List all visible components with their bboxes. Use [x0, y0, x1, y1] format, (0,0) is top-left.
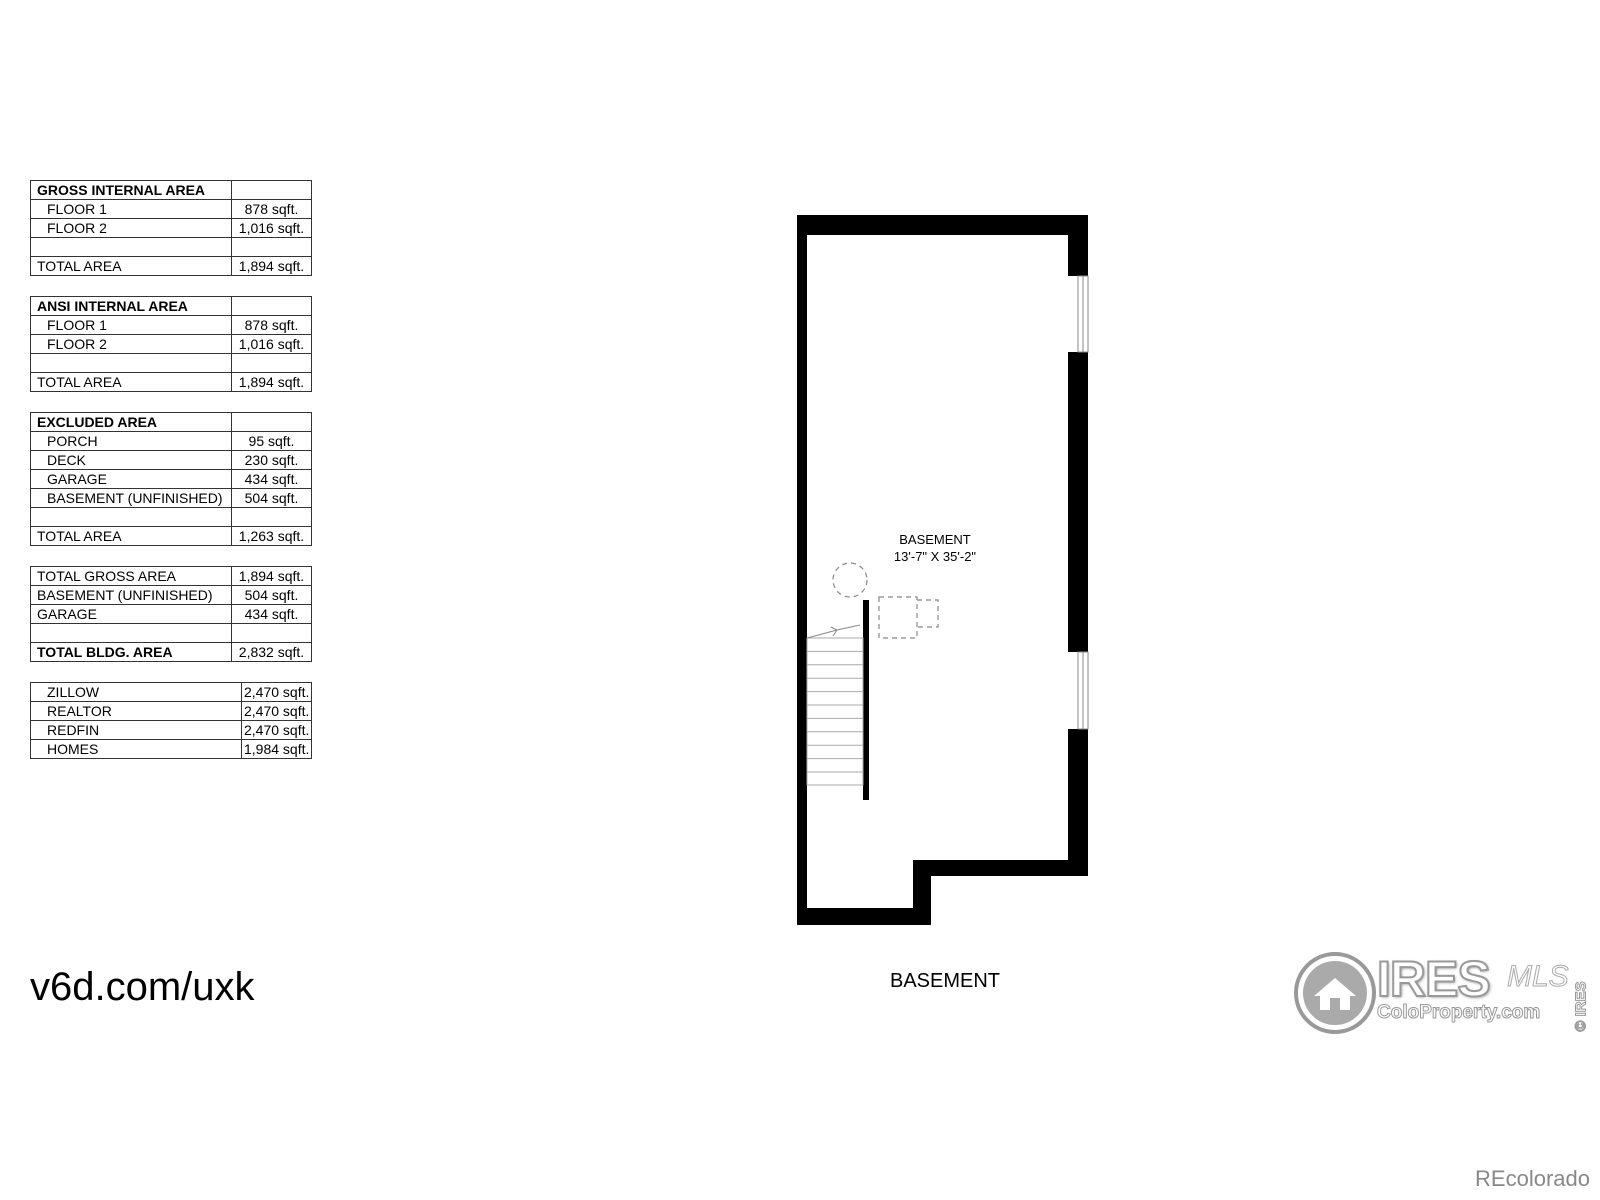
wall-right-1: [1068, 215, 1088, 276]
logo-mls-text: MLS: [1507, 960, 1570, 994]
window-lower: [1077, 651, 1089, 730]
row-label: HOMES: [30, 739, 242, 759]
row-value: 2,470 sqft.: [241, 701, 312, 721]
stair-railing: [863, 600, 869, 800]
plan-caption: BASEMENT: [889, 970, 1001, 992]
wall-notch-vertical: [913, 860, 931, 925]
row-value: 878 sqft.: [231, 315, 312, 335]
row-label: TOTAL AREA: [30, 256, 232, 276]
row-value: 434 sqft.: [231, 604, 312, 624]
table-row: BASEMENT (UNFINISHED)504 sqft.: [30, 488, 312, 508]
row-value: 1,894 sqft.: [231, 256, 312, 276]
row-value: 230 sqft.: [231, 450, 312, 470]
furnace-outline: [878, 596, 918, 639]
window-upper: [1077, 275, 1089, 353]
wall-top: [797, 215, 1088, 235]
house-circle-icon: [1294, 952, 1376, 1034]
row-value: 1,263 sqft.: [231, 526, 312, 546]
short-url[interactable]: v6d.com/uxk: [30, 965, 255, 1009]
row-label: TOTAL BLDG. AREA: [30, 642, 232, 662]
wall-left: [797, 215, 807, 925]
table-row: GROSS INTERNAL AREA: [30, 180, 312, 200]
table-row: ANSI INTERNAL AREA: [30, 296, 312, 316]
table-row: [30, 353, 312, 373]
table-row: BASEMENT (UNFINISHED)504 sqft.: [30, 585, 312, 605]
row-value: 504 sqft.: [231, 488, 312, 508]
logo-vertical-text: © IRES: [1572, 981, 1590, 1032]
logo-sub-text: ColoProperty.com: [1376, 1002, 1541, 1024]
row-value: 2,470 sqft.: [241, 720, 312, 740]
stairs: [806, 637, 864, 786]
row-value: 95 sqft.: [231, 431, 312, 451]
logo-main-text: IRES: [1376, 950, 1492, 1008]
photo-credit: REcolorado: [1475, 1166, 1590, 1191]
row-value: 1,016 sqft.: [231, 218, 312, 238]
wall-bottom-left: [797, 908, 931, 925]
row-value: 2,832 sqft.: [231, 642, 312, 662]
row-label: TOTAL GROSS AREA: [30, 566, 232, 586]
water-heater-outline: [832, 562, 868, 598]
row-value: 1,984 sqft.: [241, 739, 312, 759]
row-value: 1,894 sqft.: [231, 566, 312, 586]
ires-logo: IRES MLS ColoProperty.com © IRES: [1292, 950, 1592, 1040]
exterior-walls: [797, 215, 1088, 925]
room-dimensions: 13'-7" X 35'-2": [894, 549, 977, 564]
room-name: BASEMENT: [899, 532, 971, 547]
wall-right-2: [1068, 352, 1088, 652]
row-label: GARAGE: [30, 469, 232, 489]
row-value: 1,894 sqft.: [231, 372, 312, 392]
row-label: FLOOR 1: [30, 315, 232, 335]
row-label: ANSI INTERNAL AREA: [30, 296, 232, 316]
row-label: TOTAL AREA: [30, 526, 232, 546]
wall-right-3: [1068, 729, 1088, 876]
wall-notch-horizontal: [913, 860, 1088, 876]
stair-outline: [806, 637, 864, 786]
